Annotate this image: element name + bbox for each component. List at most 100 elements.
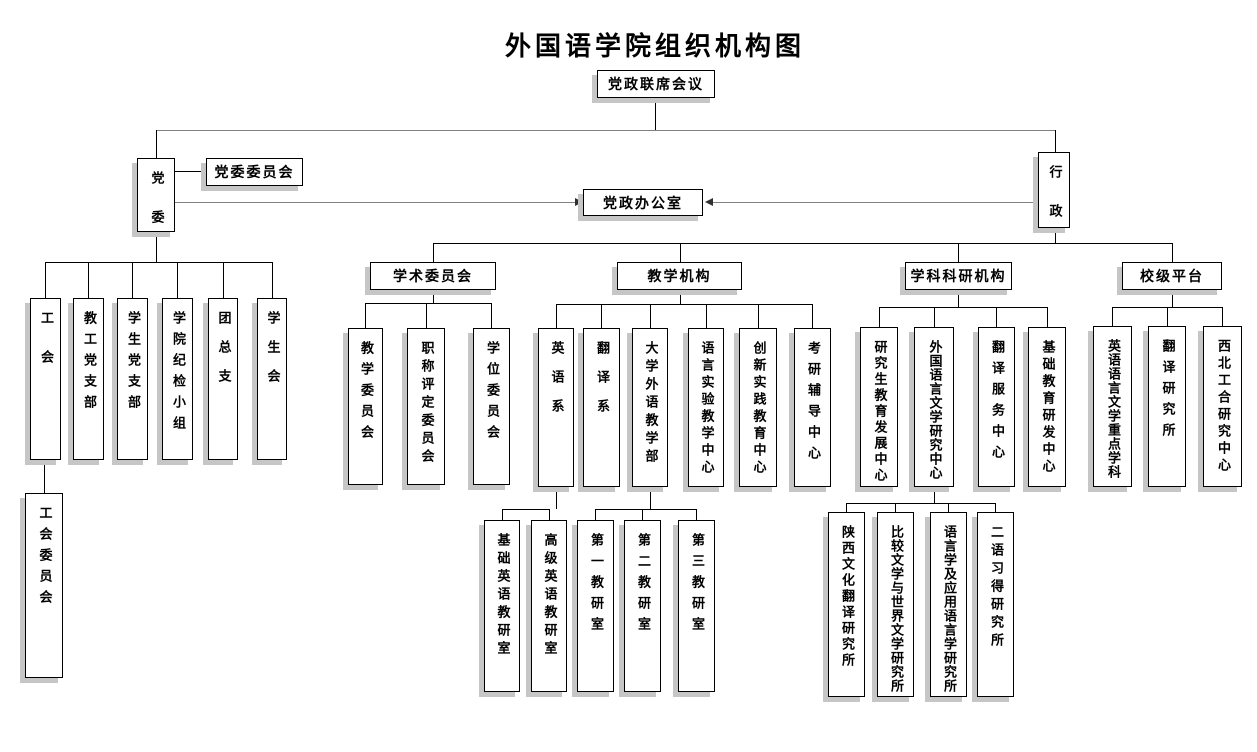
connector-line-31 xyxy=(650,304,651,328)
node-translation-service-center: 翻译服务中心 xyxy=(978,327,1015,487)
connector-line-37 xyxy=(879,307,880,327)
connector-line-45 xyxy=(1222,307,1223,326)
connector-line-10 xyxy=(88,262,89,298)
node-shaanxi-culture-translation-institute: 陕西文化翻译研究所 xyxy=(828,512,865,697)
node-translation-institute: 翻译研究所 xyxy=(1148,326,1186,487)
node-label-student-party-branch: 学生党支部 xyxy=(125,311,140,416)
node-label-student-union: 学生会 xyxy=(264,311,280,398)
node-label-academic-committee: 学术委员会 xyxy=(393,269,473,285)
connector-line-44 xyxy=(1167,307,1168,326)
node-label-grad-education-center: 研究生教育发展中心 xyxy=(871,340,887,484)
connector-line-27 xyxy=(680,290,681,304)
node-label-basic-english-section: 基础英语教研室 xyxy=(494,533,510,659)
node-label-labor-union: 工会 xyxy=(38,311,53,389)
connector-line-43 xyxy=(1112,307,1113,326)
connector-line-55 xyxy=(934,487,935,503)
node-youth-league-committee: 团总支 xyxy=(208,298,238,460)
node-label-northwest-gonghe-research-center: 西北工合研究中心 xyxy=(1215,339,1230,475)
connector-line-30 xyxy=(601,304,602,328)
node-label-teaching-orgs: 教学机构 xyxy=(647,269,712,285)
node-administration: 行政 xyxy=(1038,152,1070,243)
node-label-advanced-english-section: 高级英语教研室 xyxy=(541,533,557,659)
node-label-union-committee: 工会委员会 xyxy=(36,506,52,611)
page-title: 外国语学院组织机构图 xyxy=(504,32,805,62)
connector-line-35 xyxy=(958,290,959,307)
node-label-university-platforms: 校级平台 xyxy=(1140,269,1204,285)
connector-line-50 xyxy=(650,487,651,509)
connector-line-19 xyxy=(680,243,681,262)
node-label-shaanxi-culture-translation-institute: 陕西文化翻译研究所 xyxy=(839,525,854,669)
connector-line-29 xyxy=(556,304,557,328)
node-label-foreign-lang-literature-center: 外国语言文学研究中心 xyxy=(926,340,942,480)
node-party-committee: 党委 xyxy=(137,158,175,249)
node-label-first-teaching-section: 第一教研室 xyxy=(588,533,603,638)
node-research-orgs: 学科科研机构 xyxy=(905,262,1012,290)
connector-line-32 xyxy=(706,304,707,328)
connector-line-54 xyxy=(696,509,697,520)
connector-line-49 xyxy=(549,509,550,520)
connector-line-46 xyxy=(556,487,557,509)
connector-line-28 xyxy=(556,304,813,305)
node-label-second-language-acquisition-institute: 二语习得研究所 xyxy=(988,525,1003,651)
node-label-title-evaluation-committee: 职称评定委员会 xyxy=(418,341,434,467)
node-second-teaching-section: 第二教研室 xyxy=(624,520,661,692)
connector-line-58 xyxy=(895,503,896,512)
node-student-union: 学生会 xyxy=(257,298,287,460)
node-label-second-teaching-section: 第二教研室 xyxy=(635,533,650,638)
node-label-translation-department: 翻译系 xyxy=(594,341,609,428)
connector-line-41 xyxy=(1172,290,1173,307)
connector-line-14 xyxy=(272,262,273,298)
node-label-college-english-dept: 大学外语教学部 xyxy=(642,341,658,467)
node-third-teaching-section: 第三教研室 xyxy=(678,520,715,692)
connector-line-15 xyxy=(44,460,45,493)
node-staff-party-branch: 教工党支部 xyxy=(73,298,104,460)
connector-line-2 xyxy=(156,130,157,158)
node-label-staff-party-branch: 教工党支部 xyxy=(81,311,96,416)
node-english-lang-lit-key-discipline: 英语语言文学重点学科 xyxy=(1093,326,1132,487)
node-label-english-department: 英语系 xyxy=(548,341,564,428)
node-title-evaluation-committee: 职称评定委员会 xyxy=(407,328,445,485)
node-label-translation-institute: 翻译研究所 xyxy=(1159,339,1175,444)
connector-line-18 xyxy=(433,243,434,262)
node-label-party-admin-office: 党政办公室 xyxy=(603,195,683,212)
node-second-language-acquisition-institute: 二语习得研究所 xyxy=(977,512,1014,697)
connector-line-11 xyxy=(132,262,133,298)
connector-line-33 xyxy=(758,304,759,328)
connector-line-6 xyxy=(713,202,1038,203)
node-label-party-committee-commission: 党委委员会 xyxy=(214,165,295,181)
arrow-into-office-from-administration-icon xyxy=(705,198,713,206)
node-university-platforms: 校级平台 xyxy=(1122,262,1222,290)
connector-line-1 xyxy=(156,130,1056,131)
node-party-committee-commission: 党委委员会 xyxy=(206,158,303,186)
connector-line-47 xyxy=(502,509,550,510)
node-postgrad-exam-center: 考研辅导中心 xyxy=(794,328,831,487)
connector-line-17 xyxy=(433,243,1172,244)
node-party-admin-office: 党政办公室 xyxy=(583,189,703,216)
node-label-administration: 行政 xyxy=(1046,165,1062,243)
node-label-applied-linguistics-institute: 语言学及应用语言学研究所 xyxy=(941,525,956,693)
node-advanced-english-section: 高级英语教研室 xyxy=(531,520,567,692)
connector-line-20 xyxy=(958,243,959,262)
node-translation-department: 翻译系 xyxy=(583,328,620,487)
connector-line-59 xyxy=(948,503,949,512)
connector-line-34 xyxy=(812,304,813,328)
node-innovation-education-center: 创新实践教育中心 xyxy=(739,328,777,487)
connector-line-4 xyxy=(175,171,206,172)
node-grad-education-center: 研究生教育发展中心 xyxy=(860,327,898,487)
connector-line-48 xyxy=(502,509,503,520)
node-label-research-orgs: 学科科研机构 xyxy=(910,269,1007,285)
node-northwest-gonghe-research-center: 西北工合研究中心 xyxy=(1203,326,1242,487)
connector-line-5 xyxy=(175,202,575,203)
connector-line-25 xyxy=(426,303,427,328)
connector-line-8 xyxy=(45,262,273,263)
arrow-into-office-from-party-committee-icon xyxy=(575,198,583,206)
node-first-teaching-section: 第一教研室 xyxy=(577,520,614,692)
connector-line-13 xyxy=(223,262,224,298)
connector-line-40 xyxy=(1047,307,1048,327)
node-label-innovation-education-center: 创新实践教育中心 xyxy=(750,341,766,477)
node-labor-union: 工会 xyxy=(30,298,61,460)
connector-line-52 xyxy=(595,509,596,520)
connector-line-21 xyxy=(1172,243,1173,262)
node-language-lab-center: 语言实验教学中心 xyxy=(688,328,724,487)
